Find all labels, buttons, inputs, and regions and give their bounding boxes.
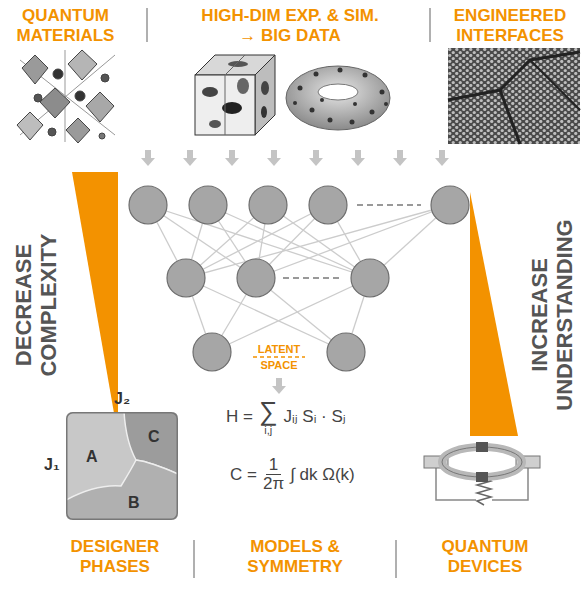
complexity-wedge — [72, 172, 118, 436]
column-heading: QUANTUM MATERIALS — [8, 6, 123, 46]
axis-label: DECREASE COMPLEXITY — [11, 205, 61, 405]
formula-part: ∫ dk Ω(k) — [290, 465, 355, 485]
fraction-denominator: 2π — [263, 475, 284, 493]
column-heading: MODELS & SYMMETRY — [215, 537, 375, 577]
data-cube-illustration — [195, 55, 275, 135]
fraction-numerator: 1 — [266, 456, 281, 475]
separator — [147, 8, 430, 578]
interface-illustration — [448, 48, 580, 144]
column-heading: DESIGNER PHASES — [40, 537, 190, 577]
formula-symbol: ∑ — [259, 398, 278, 424]
phase-label: A — [86, 448, 98, 466]
latent-label: LATENT SPACE — [246, 341, 312, 373]
formula-part: H = — [226, 407, 253, 427]
chern-formula: C = 12π ∫ dk Ω(k) — [230, 456, 355, 493]
formula-part: Jᵢⱼ Sᵢ · Sⱼ — [283, 407, 345, 427]
axis-label: J₁ — [44, 456, 60, 474]
formula-part: C = — [230, 465, 257, 485]
crystal-illustration — [17, 50, 115, 143]
column-heading: QUANTUM DEVICES — [410, 537, 560, 577]
network-link — [148, 205, 450, 352]
hamiltonian-formula: H = ∑i,j Jᵢⱼ Sᵢ · Sⱼ — [226, 398, 346, 436]
fraction: 12π — [263, 456, 284, 493]
quantum-device-illustration — [424, 442, 540, 505]
column-heading: ENGINEERED INTERFACES — [438, 6, 582, 46]
column-heading: HIGH-DIM EXP. & SIM. → BIG DATA — [200, 6, 380, 46]
torus-illustration — [286, 66, 390, 130]
network-ellipsis — [283, 205, 421, 278]
axis-label: J₂ — [66, 390, 178, 408]
phase-label: B — [128, 494, 140, 512]
sum-column: ∑i,j — [259, 398, 278, 436]
input-arrow — [141, 150, 449, 394]
phase-label: C — [148, 428, 160, 446]
latent-divider — [253, 356, 305, 358]
axis-label: INCREASE UNDERSTANDING — [527, 193, 577, 437]
formula-index: i,j — [264, 424, 272, 436]
phase-diagram: J₂J₁ACB — [66, 412, 178, 520]
understanding-wedge — [470, 192, 518, 436]
phase-diagram-shape — [66, 412, 178, 520]
